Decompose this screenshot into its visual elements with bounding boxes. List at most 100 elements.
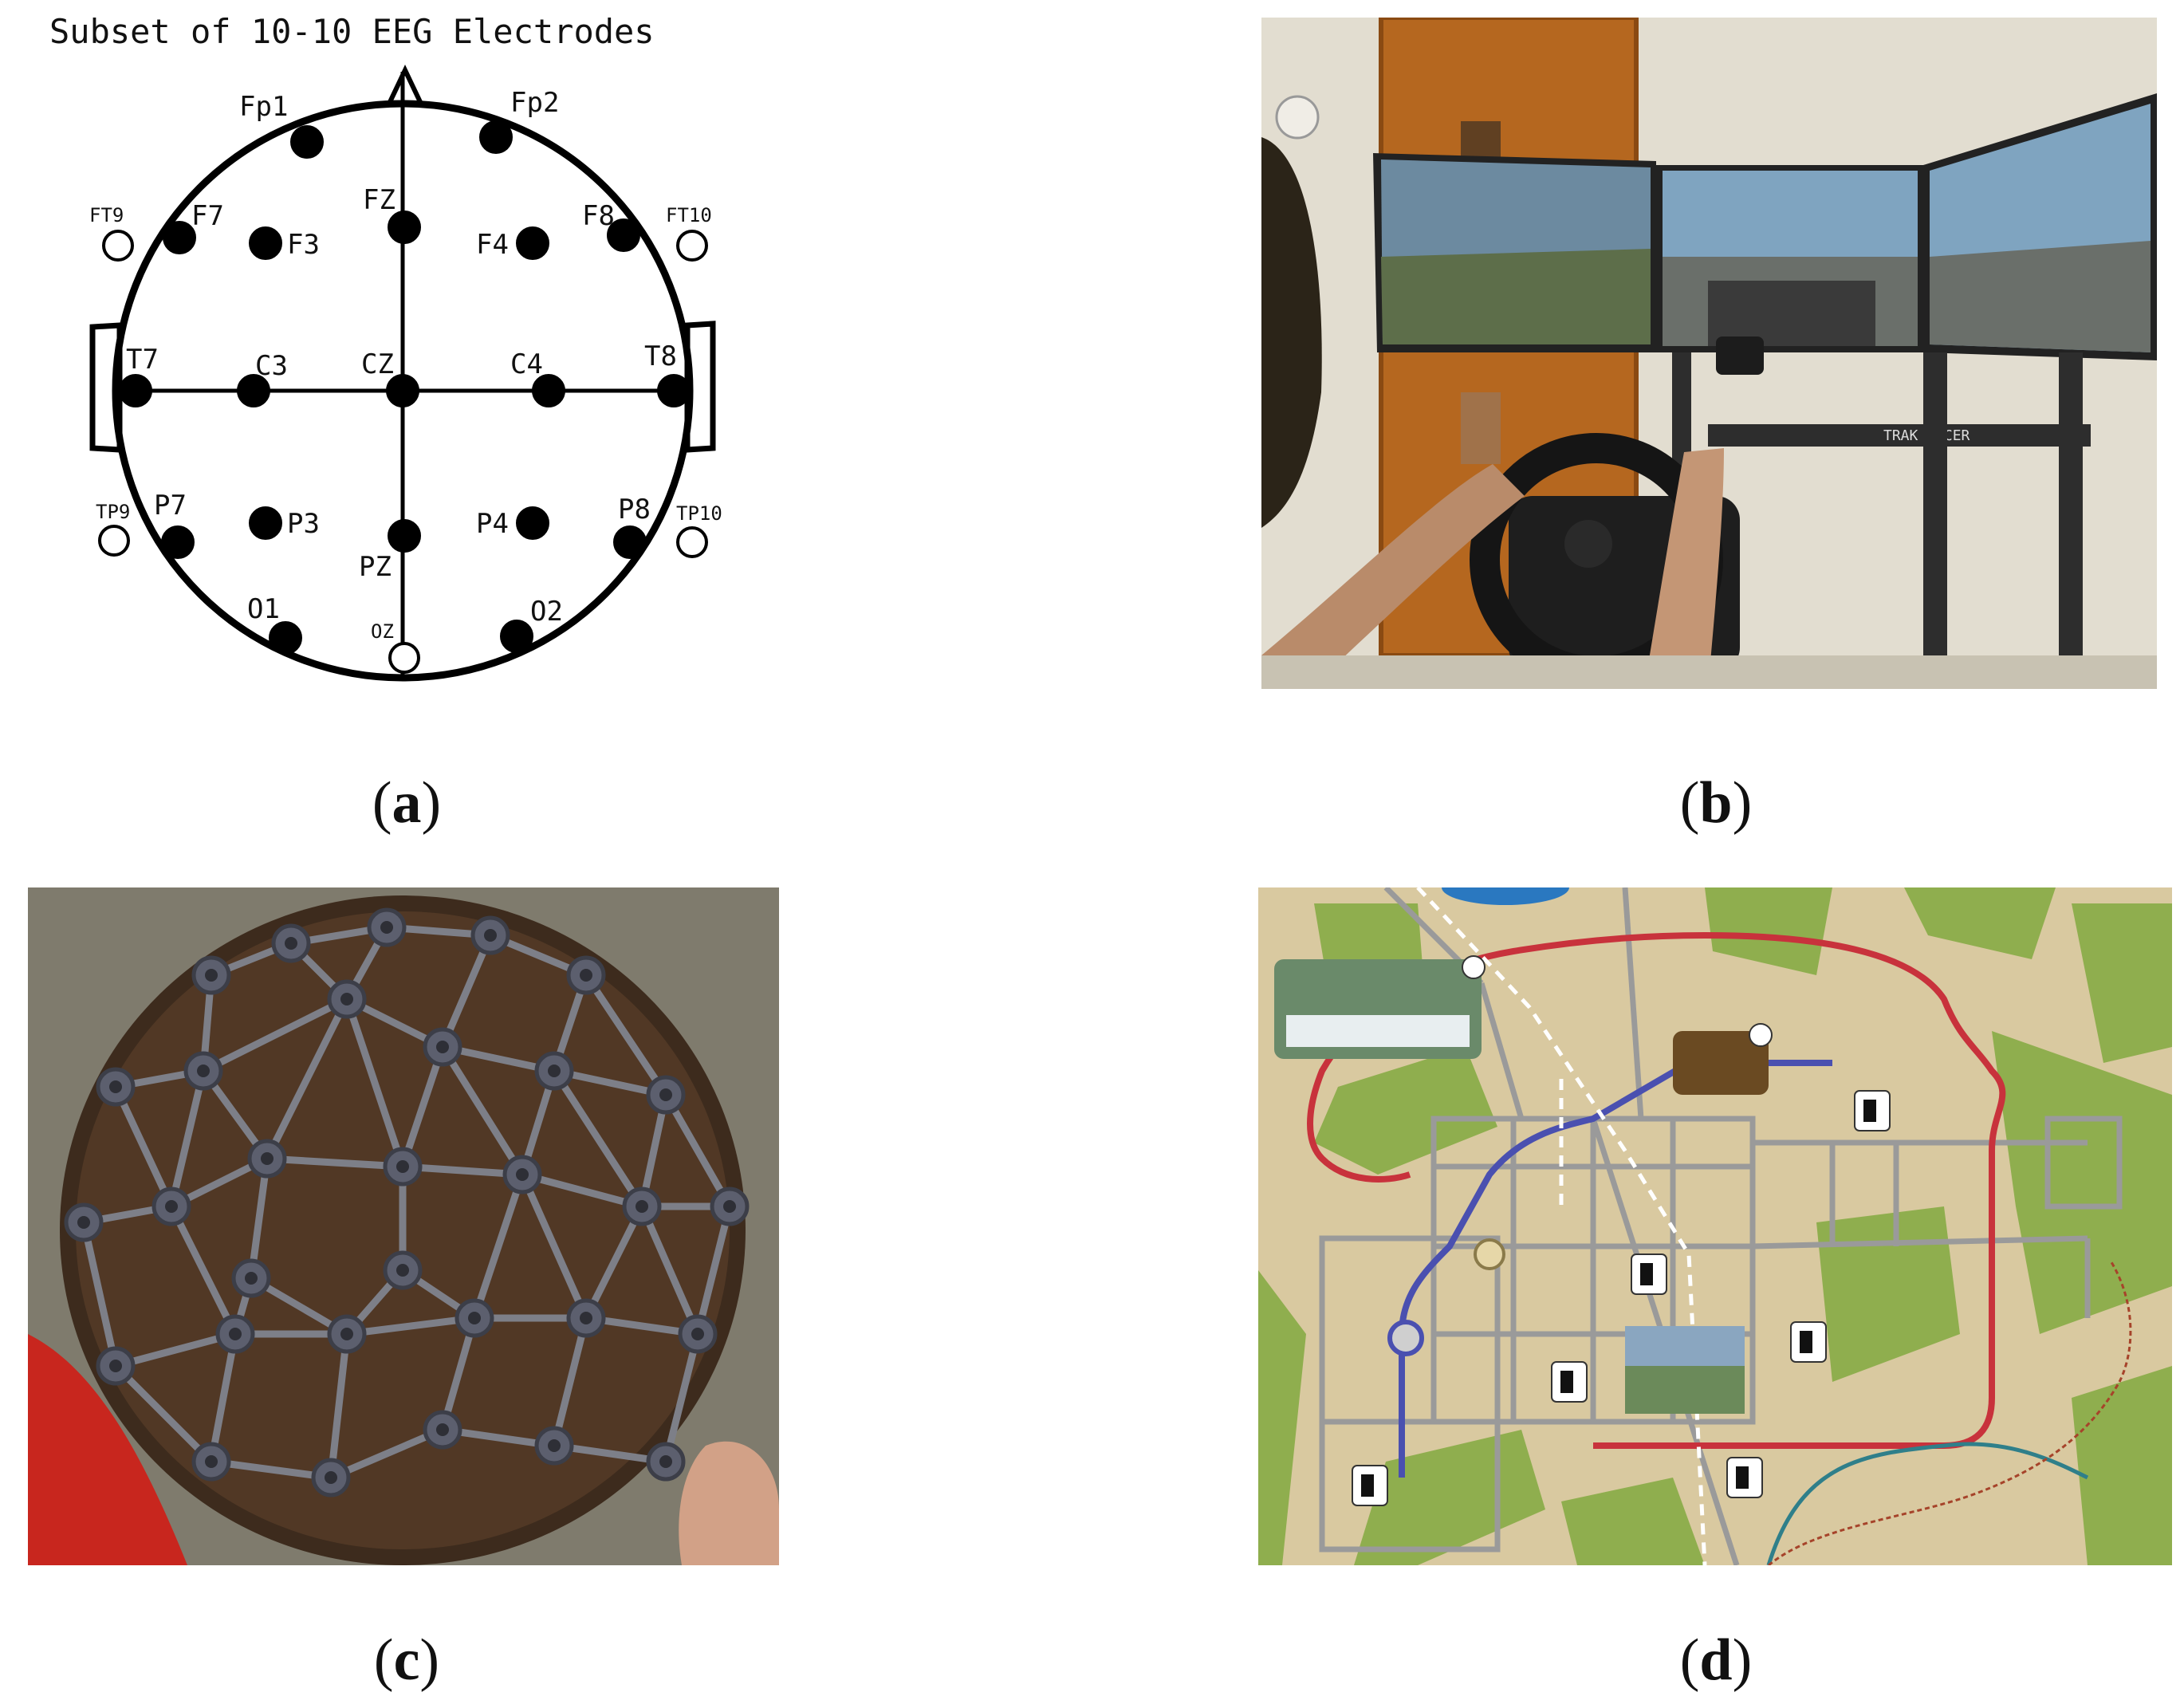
cap-electrode-center bbox=[285, 937, 297, 950]
cap-electrode-center bbox=[659, 1455, 672, 1468]
cap-strap bbox=[112, 1083, 175, 1210]
cap-strap bbox=[662, 1330, 702, 1466]
cap-strap bbox=[550, 1067, 646, 1210]
electrode-label-f8: F8 bbox=[582, 200, 615, 232]
cap-electrode-center bbox=[325, 1471, 337, 1484]
left-arm bbox=[1261, 464, 1525, 689]
electrode-f8 bbox=[607, 218, 640, 252]
electrode-label-p7: P7 bbox=[154, 490, 187, 521]
caption-b-letter: b bbox=[1699, 770, 1733, 836]
left-ear bbox=[89, 322, 123, 453]
caption-c-open: ( bbox=[373, 1627, 394, 1693]
electrode-label-fp1: Fp1 bbox=[239, 91, 288, 123]
cap-electrode-center bbox=[205, 969, 218, 982]
creek bbox=[1766, 1442, 2089, 1565]
electrode-label-oz: OZ bbox=[371, 620, 394, 643]
cap-strap bbox=[470, 1171, 526, 1322]
cap-strap bbox=[662, 1091, 734, 1210]
right-arm bbox=[1644, 448, 1724, 689]
electrode-oz bbox=[388, 642, 420, 674]
red-clothing bbox=[28, 1334, 187, 1565]
electrode-c3 bbox=[237, 374, 270, 407]
electrode-label-tp10: TP10 bbox=[676, 502, 722, 525]
cap-electrode-center bbox=[109, 1360, 122, 1372]
electrode-label-c3: C3 bbox=[255, 350, 288, 382]
caption-b-open: ( bbox=[1679, 770, 1700, 836]
junction-marker bbox=[1474, 1238, 1505, 1270]
cap-strap bbox=[112, 1330, 239, 1370]
electrode-o2 bbox=[500, 620, 533, 653]
cap-electrode-center bbox=[396, 1264, 409, 1277]
cap-electrode-center bbox=[548, 1439, 561, 1452]
cap-strap bbox=[199, 995, 351, 1075]
roundabout bbox=[1387, 1320, 1424, 1356]
cap-strap bbox=[550, 1314, 590, 1450]
rig-crossbar bbox=[1708, 424, 2091, 447]
electrode-label-fz: FZ bbox=[363, 184, 395, 216]
caption-d-letter: d bbox=[1699, 1627, 1733, 1693]
caption-a-open: ( bbox=[372, 770, 392, 836]
cap-strap bbox=[327, 1330, 351, 1482]
cap-electrode-center bbox=[468, 1312, 481, 1324]
trail bbox=[1768, 1261, 2132, 1565]
electrode-label-o2: O2 bbox=[530, 596, 563, 628]
electrode-fp2 bbox=[479, 120, 513, 154]
cap-strap bbox=[247, 1155, 271, 1282]
cap-strap bbox=[439, 931, 494, 1051]
electrode-label-cz: CZ bbox=[361, 348, 394, 380]
electrode-f4 bbox=[516, 226, 549, 260]
cap-strap bbox=[207, 1458, 335, 1482]
cap-electrode-center bbox=[436, 1423, 449, 1436]
cap-electrode-center bbox=[197, 1065, 210, 1077]
cap-strap bbox=[638, 1202, 702, 1338]
electrode-ft10 bbox=[676, 230, 708, 262]
electrode-p4 bbox=[516, 506, 549, 540]
cap-strap bbox=[694, 1202, 734, 1338]
cap-strap bbox=[343, 995, 407, 1171]
cap-strap bbox=[263, 995, 351, 1163]
fuel-pump-glyph bbox=[1560, 1371, 1573, 1393]
electrode-label-t7: T7 bbox=[126, 344, 159, 376]
cap-electrode-center bbox=[109, 1080, 122, 1093]
cap-strap bbox=[399, 1163, 526, 1179]
wall-clock bbox=[1275, 95, 1320, 140]
cap-strap bbox=[207, 1330, 239, 1466]
green-areas bbox=[1258, 887, 2172, 1565]
fuel-station-icons bbox=[1352, 1090, 1891, 1506]
site-photo-inset bbox=[1673, 1031, 1769, 1095]
electrode-label-pz: PZ bbox=[359, 551, 392, 583]
route-map bbox=[1258, 887, 2172, 1565]
fuel-pump-glyph bbox=[1361, 1474, 1374, 1497]
cap-electrode-center bbox=[77, 1216, 90, 1229]
cap-electrode-center bbox=[340, 1328, 353, 1340]
cap-electrode-center bbox=[205, 1455, 218, 1468]
cap-electrode-center bbox=[245, 1272, 258, 1285]
cap-electrode-center bbox=[580, 1312, 592, 1324]
cap-strap bbox=[167, 1202, 239, 1338]
electrode-label-p8: P8 bbox=[618, 494, 651, 525]
cap-electrode-center bbox=[659, 1088, 672, 1101]
cap-electrode-center bbox=[229, 1328, 242, 1340]
electrode-cz bbox=[386, 374, 419, 407]
cap-strap bbox=[327, 1426, 447, 1482]
cap-electrode-center bbox=[723, 1200, 736, 1213]
cap-strap bbox=[343, 1314, 478, 1338]
caption-d-open: ( bbox=[1679, 1627, 1700, 1693]
cap-strap bbox=[518, 1171, 590, 1322]
electrode-label-f7: F7 bbox=[191, 200, 224, 232]
eeg-cap-photo bbox=[28, 887, 779, 1565]
fuel-pump-glyph bbox=[1800, 1331, 1812, 1353]
electrode-f7 bbox=[163, 221, 196, 254]
electrode-fp1 bbox=[290, 125, 324, 159]
cap-strap bbox=[439, 1043, 526, 1179]
cap-electrode-center bbox=[516, 1168, 529, 1181]
driving-simulator-photo: TRAK RACER bbox=[1261, 18, 2157, 689]
electrode-label-o1: O1 bbox=[247, 593, 280, 625]
electrode-label-f3: F3 bbox=[287, 229, 320, 261]
red-route bbox=[1307, 931, 2006, 1449]
electrode-label-ft9: FT9 bbox=[89, 204, 124, 226]
electrode-f3 bbox=[249, 226, 282, 260]
caption-c: (c) bbox=[287, 1627, 526, 1694]
cap-strap bbox=[582, 1202, 646, 1322]
cap-strap bbox=[112, 1362, 215, 1466]
